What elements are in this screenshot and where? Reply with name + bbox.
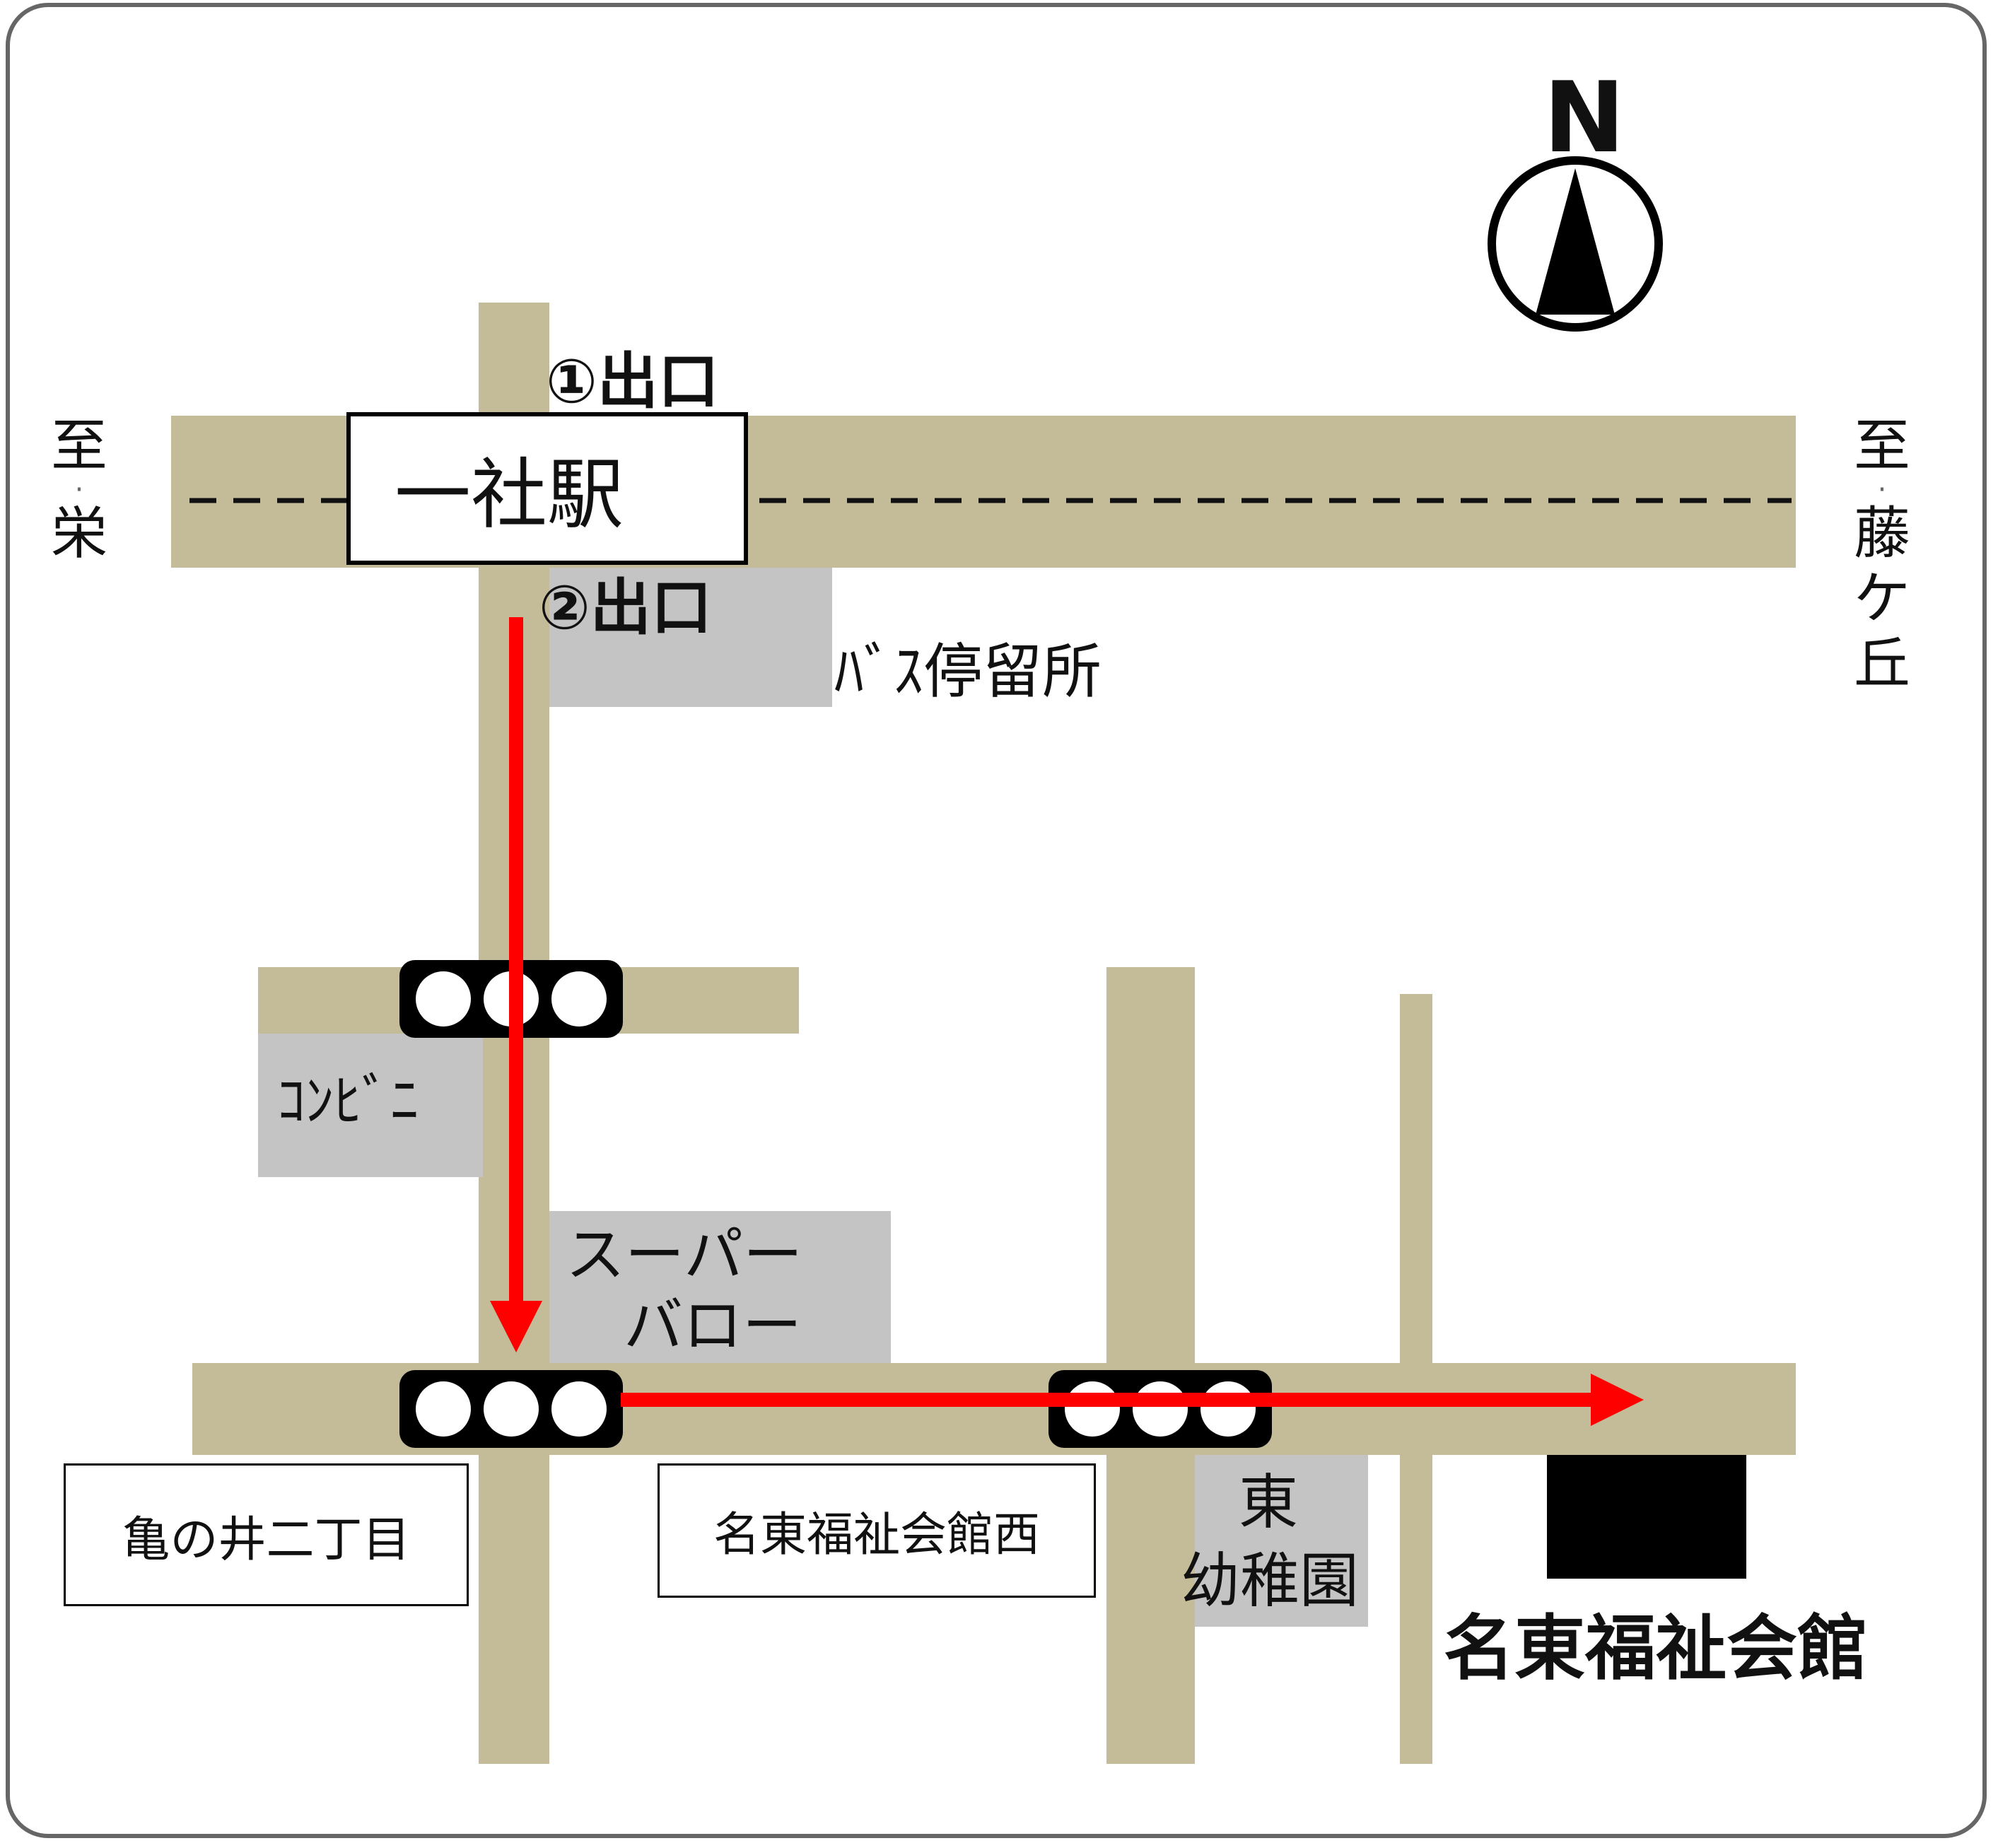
kindergarten-label-line2: 幼稚園 xyxy=(1181,1546,1360,1615)
supermarket-label-line2: バロー xyxy=(624,1291,802,1360)
station-box: 一社駅 xyxy=(346,412,748,565)
signal-lamp xyxy=(551,971,607,1027)
supermarket-label-line1: スーパー xyxy=(566,1220,803,1289)
north-south-road-middle xyxy=(1106,967,1195,1764)
direction-west-place: 栄 xyxy=(51,501,107,566)
signal-lamp xyxy=(484,1381,539,1437)
station-name: 一社駅 xyxy=(395,451,624,539)
intersection-label-meito-west: 名東福祉会館西 xyxy=(658,1463,1096,1598)
destination-label: 名東福祉会館 xyxy=(1444,1607,1868,1690)
exit-2-label: ②出口 xyxy=(539,573,712,643)
signal-lamp xyxy=(1133,1381,1188,1437)
route-arrow-south xyxy=(490,617,542,1352)
direction-west-to: 至 xyxy=(51,413,107,479)
direction-east-place-1: 藤 xyxy=(1854,501,1910,566)
convenience-store-label: ｺﾝﾋﾞﾆ xyxy=(277,1068,419,1134)
exit-1-label: ①出口 xyxy=(546,346,719,417)
direction-east-place-2: ケ xyxy=(1854,566,1910,631)
direction-east-to: 至 xyxy=(1854,413,1910,479)
route-arrow-east xyxy=(621,1374,1644,1426)
kindergarten xyxy=(1195,1455,1368,1627)
north-label: N xyxy=(1543,61,1625,175)
signal-lamp xyxy=(1200,1381,1256,1437)
signal-lamp xyxy=(416,1381,471,1437)
signal-lamp xyxy=(416,971,471,1027)
convenience-store xyxy=(258,1034,483,1177)
traffic-signal-icon xyxy=(1048,1370,1272,1448)
signal-lamp xyxy=(1065,1381,1120,1437)
intersection-name-1: 亀の井二丁目 xyxy=(122,1511,411,1568)
signal-lamp xyxy=(551,1381,607,1437)
direction-west: 至 · 栄 xyxy=(44,414,115,566)
supermarket xyxy=(549,1211,891,1363)
direction-east: 至 · 藤 ケ 丘 xyxy=(1847,414,1917,696)
direction-east-place-3: 丘 xyxy=(1854,631,1910,696)
bus-stop-label: ﾊﾞｽ停留所 xyxy=(834,637,1102,706)
north-south-road-east xyxy=(1400,994,1432,1764)
kindergarten-label-line1: 東 xyxy=(1239,1468,1299,1537)
intersection-name-2: 名東福祉会館西 xyxy=(713,1507,1040,1562)
intersection-label-kamenoi: 亀の井二丁目 xyxy=(64,1463,469,1606)
bus-stop-area xyxy=(549,568,832,707)
destination-marker xyxy=(1547,1455,1746,1579)
traffic-signal-icon xyxy=(399,1370,623,1448)
